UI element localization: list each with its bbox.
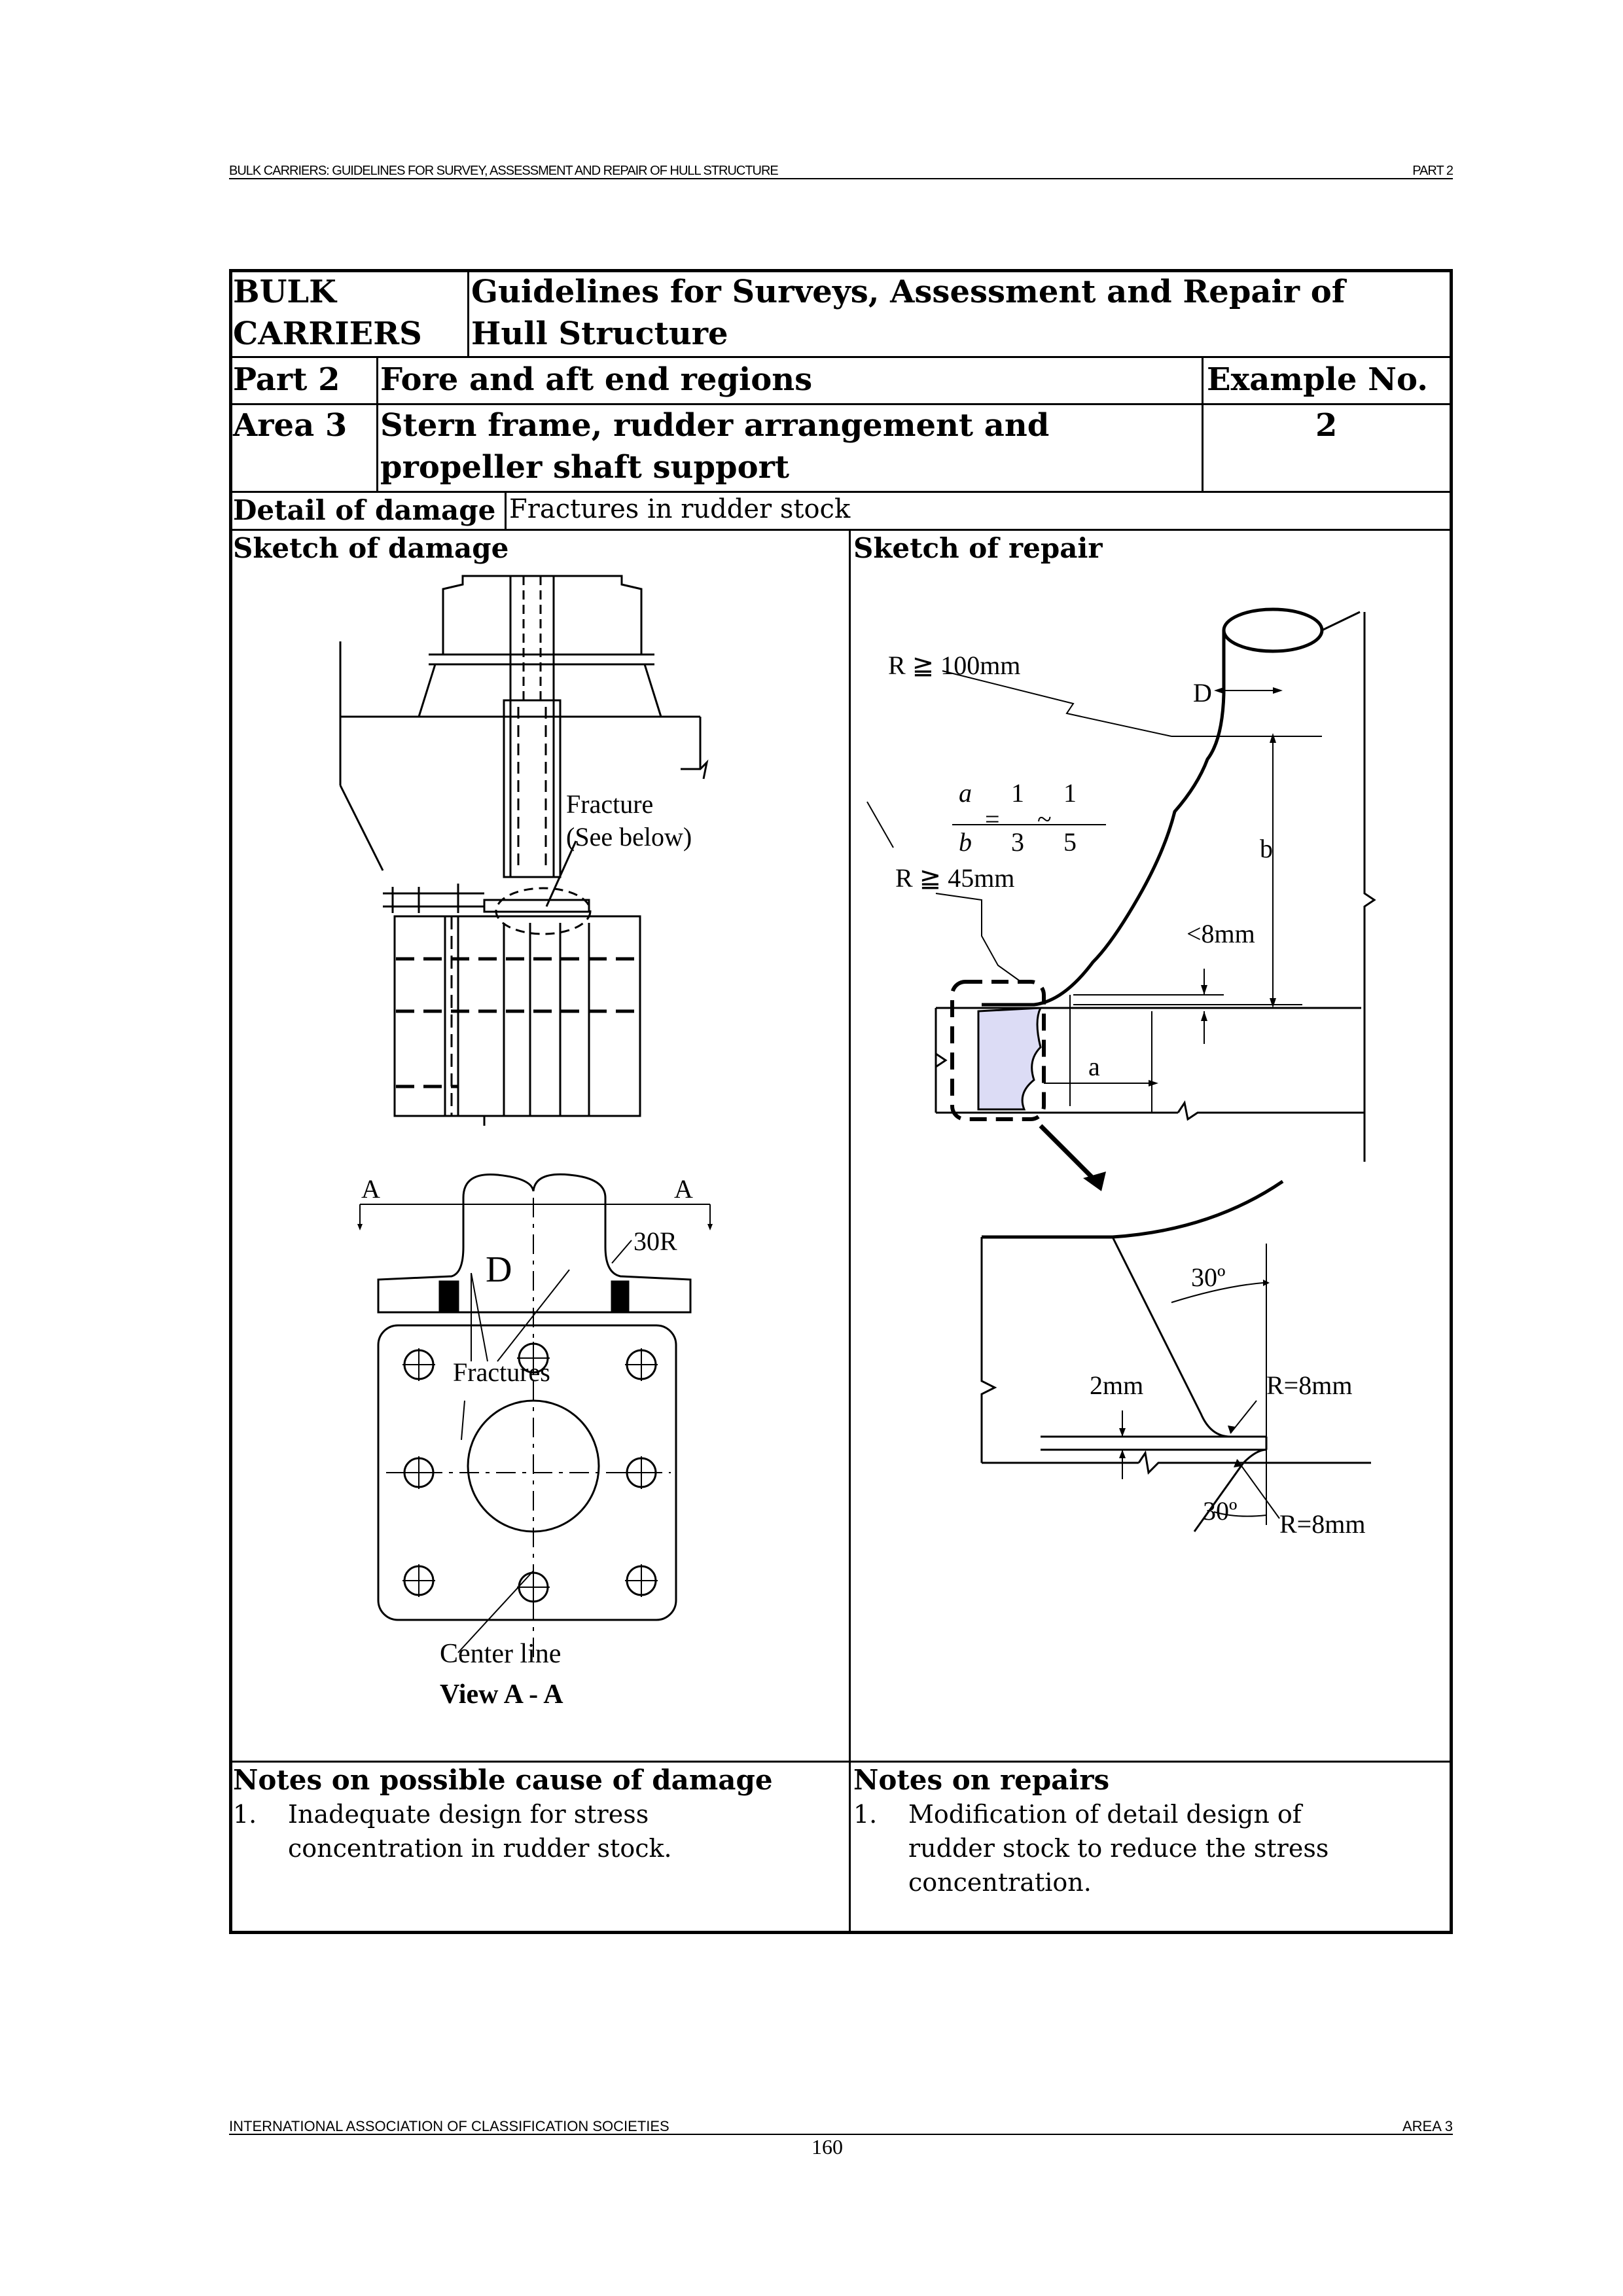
row-divider bbox=[229, 491, 1453, 493]
lt8-label: <8mm bbox=[1186, 919, 1255, 948]
row-divider bbox=[229, 403, 1453, 405]
running-header-title: BULK CARRIERS: GUIDELINES FOR SURVEY, AS… bbox=[229, 164, 779, 178]
notes-cause-item-line1: Inadequate design for stress bbox=[288, 1800, 649, 1829]
radius-label: 30R bbox=[633, 1227, 677, 1256]
area-label: Area 3 bbox=[233, 407, 348, 444]
row-divider bbox=[229, 1761, 1453, 1763]
col-divider bbox=[849, 529, 851, 1934]
footer-area: AREA 3 bbox=[1402, 2118, 1453, 2134]
row-divider bbox=[229, 529, 1453, 531]
running-header-part: PART 2 bbox=[1412, 164, 1454, 178]
view-label: View A - A bbox=[440, 1679, 563, 1710]
gap-label: 2mm bbox=[1090, 1371, 1143, 1400]
notes-repair-item-line2: rudder stock to reduce the stress bbox=[908, 1834, 1329, 1863]
col-divider bbox=[376, 356, 378, 491]
col-divider bbox=[1202, 356, 1204, 491]
fracture-label-line1: Fracture bbox=[566, 789, 653, 819]
part-title: Fore and aft end regions bbox=[380, 361, 813, 398]
example-sheet bbox=[229, 269, 1453, 1934]
sketch-damage-heading: Sketch of damage bbox=[233, 532, 509, 564]
part-label: Part 2 bbox=[233, 361, 340, 398]
guideline-title-line1: Guidelines for Surveys, Assessment and R… bbox=[471, 274, 1346, 310]
notes-cause-item-number: 1. bbox=[233, 1800, 257, 1829]
ship-type-line2: CARRIERS bbox=[233, 315, 422, 352]
notes-cause-item-line2: concentration in rudder stock. bbox=[288, 1834, 672, 1863]
header-rule bbox=[229, 178, 1453, 179]
ratio-numerator-1: 1 bbox=[1011, 778, 1024, 808]
area-title-line2: propeller shaft support bbox=[380, 449, 790, 486]
angle-bottom-label: 30º bbox=[1203, 1496, 1237, 1526]
notes-repair-heading: Notes on repairs bbox=[853, 1764, 1110, 1796]
col-divider bbox=[505, 491, 507, 529]
fractures-label: Fractures bbox=[453, 1357, 550, 1387]
guideline-title-line2: Hull Structure bbox=[471, 315, 728, 352]
radius-8-top-label: R=8mm bbox=[1266, 1371, 1352, 1400]
a-label: a bbox=[1088, 1052, 1100, 1081]
notes-repair-item-line1: Modification of detail design of bbox=[908, 1800, 1302, 1829]
radius-8-bottom-label: R=8mm bbox=[1279, 1509, 1365, 1539]
center-line-label: Center line bbox=[440, 1639, 561, 1669]
example-number: 2 bbox=[1315, 407, 1338, 444]
ratio-a: a bbox=[959, 778, 972, 808]
ratio-denominator-2: 5 bbox=[1063, 827, 1077, 857]
col-divider bbox=[467, 269, 469, 356]
row-divider bbox=[229, 356, 1453, 358]
angle-top-label: 30º bbox=[1191, 1263, 1225, 1292]
notes-repair-item-number: 1. bbox=[853, 1800, 878, 1829]
page-number: 160 bbox=[812, 2135, 843, 2159]
ratio-tilde: ~ bbox=[1037, 804, 1052, 834]
sketch-repair-heading: Sketch of repair bbox=[853, 532, 1103, 564]
ratio-equals: = bbox=[985, 804, 1000, 834]
ratio-b: b bbox=[959, 827, 972, 857]
footer-rule bbox=[229, 2134, 1453, 2135]
ship-type-line1: BULK bbox=[233, 274, 336, 310]
notes-repair-item-line3: concentration. bbox=[908, 1868, 1092, 1897]
radius-45-label: R ≧ 45mm bbox=[895, 863, 1014, 893]
detail-value: Fractures in rudder stock bbox=[509, 494, 851, 524]
radius-100-label: R ≧ 100mm bbox=[888, 651, 1020, 680]
b-label: b bbox=[1260, 834, 1273, 863]
notes-cause-heading: Notes on possible cause of damage bbox=[233, 1764, 773, 1796]
section-mark-right: A bbox=[674, 1174, 693, 1204]
section-mark-left: A bbox=[361, 1174, 380, 1204]
detail-label: Detail of damage bbox=[233, 494, 496, 526]
ratio-denominator-1: 3 bbox=[1011, 827, 1024, 857]
ratio-numerator-2: 1 bbox=[1063, 778, 1077, 808]
diameter-label: D bbox=[486, 1249, 512, 1290]
example-label: Example No. bbox=[1207, 361, 1428, 398]
d-label: D bbox=[1193, 678, 1212, 708]
area-title-line1: Stern frame, rudder arrangement and bbox=[380, 407, 1050, 444]
footer-organization: INTERNATIONAL ASSOCIATION OF CLASSIFICAT… bbox=[229, 2118, 669, 2134]
fracture-label-line2: (See below) bbox=[566, 822, 692, 852]
